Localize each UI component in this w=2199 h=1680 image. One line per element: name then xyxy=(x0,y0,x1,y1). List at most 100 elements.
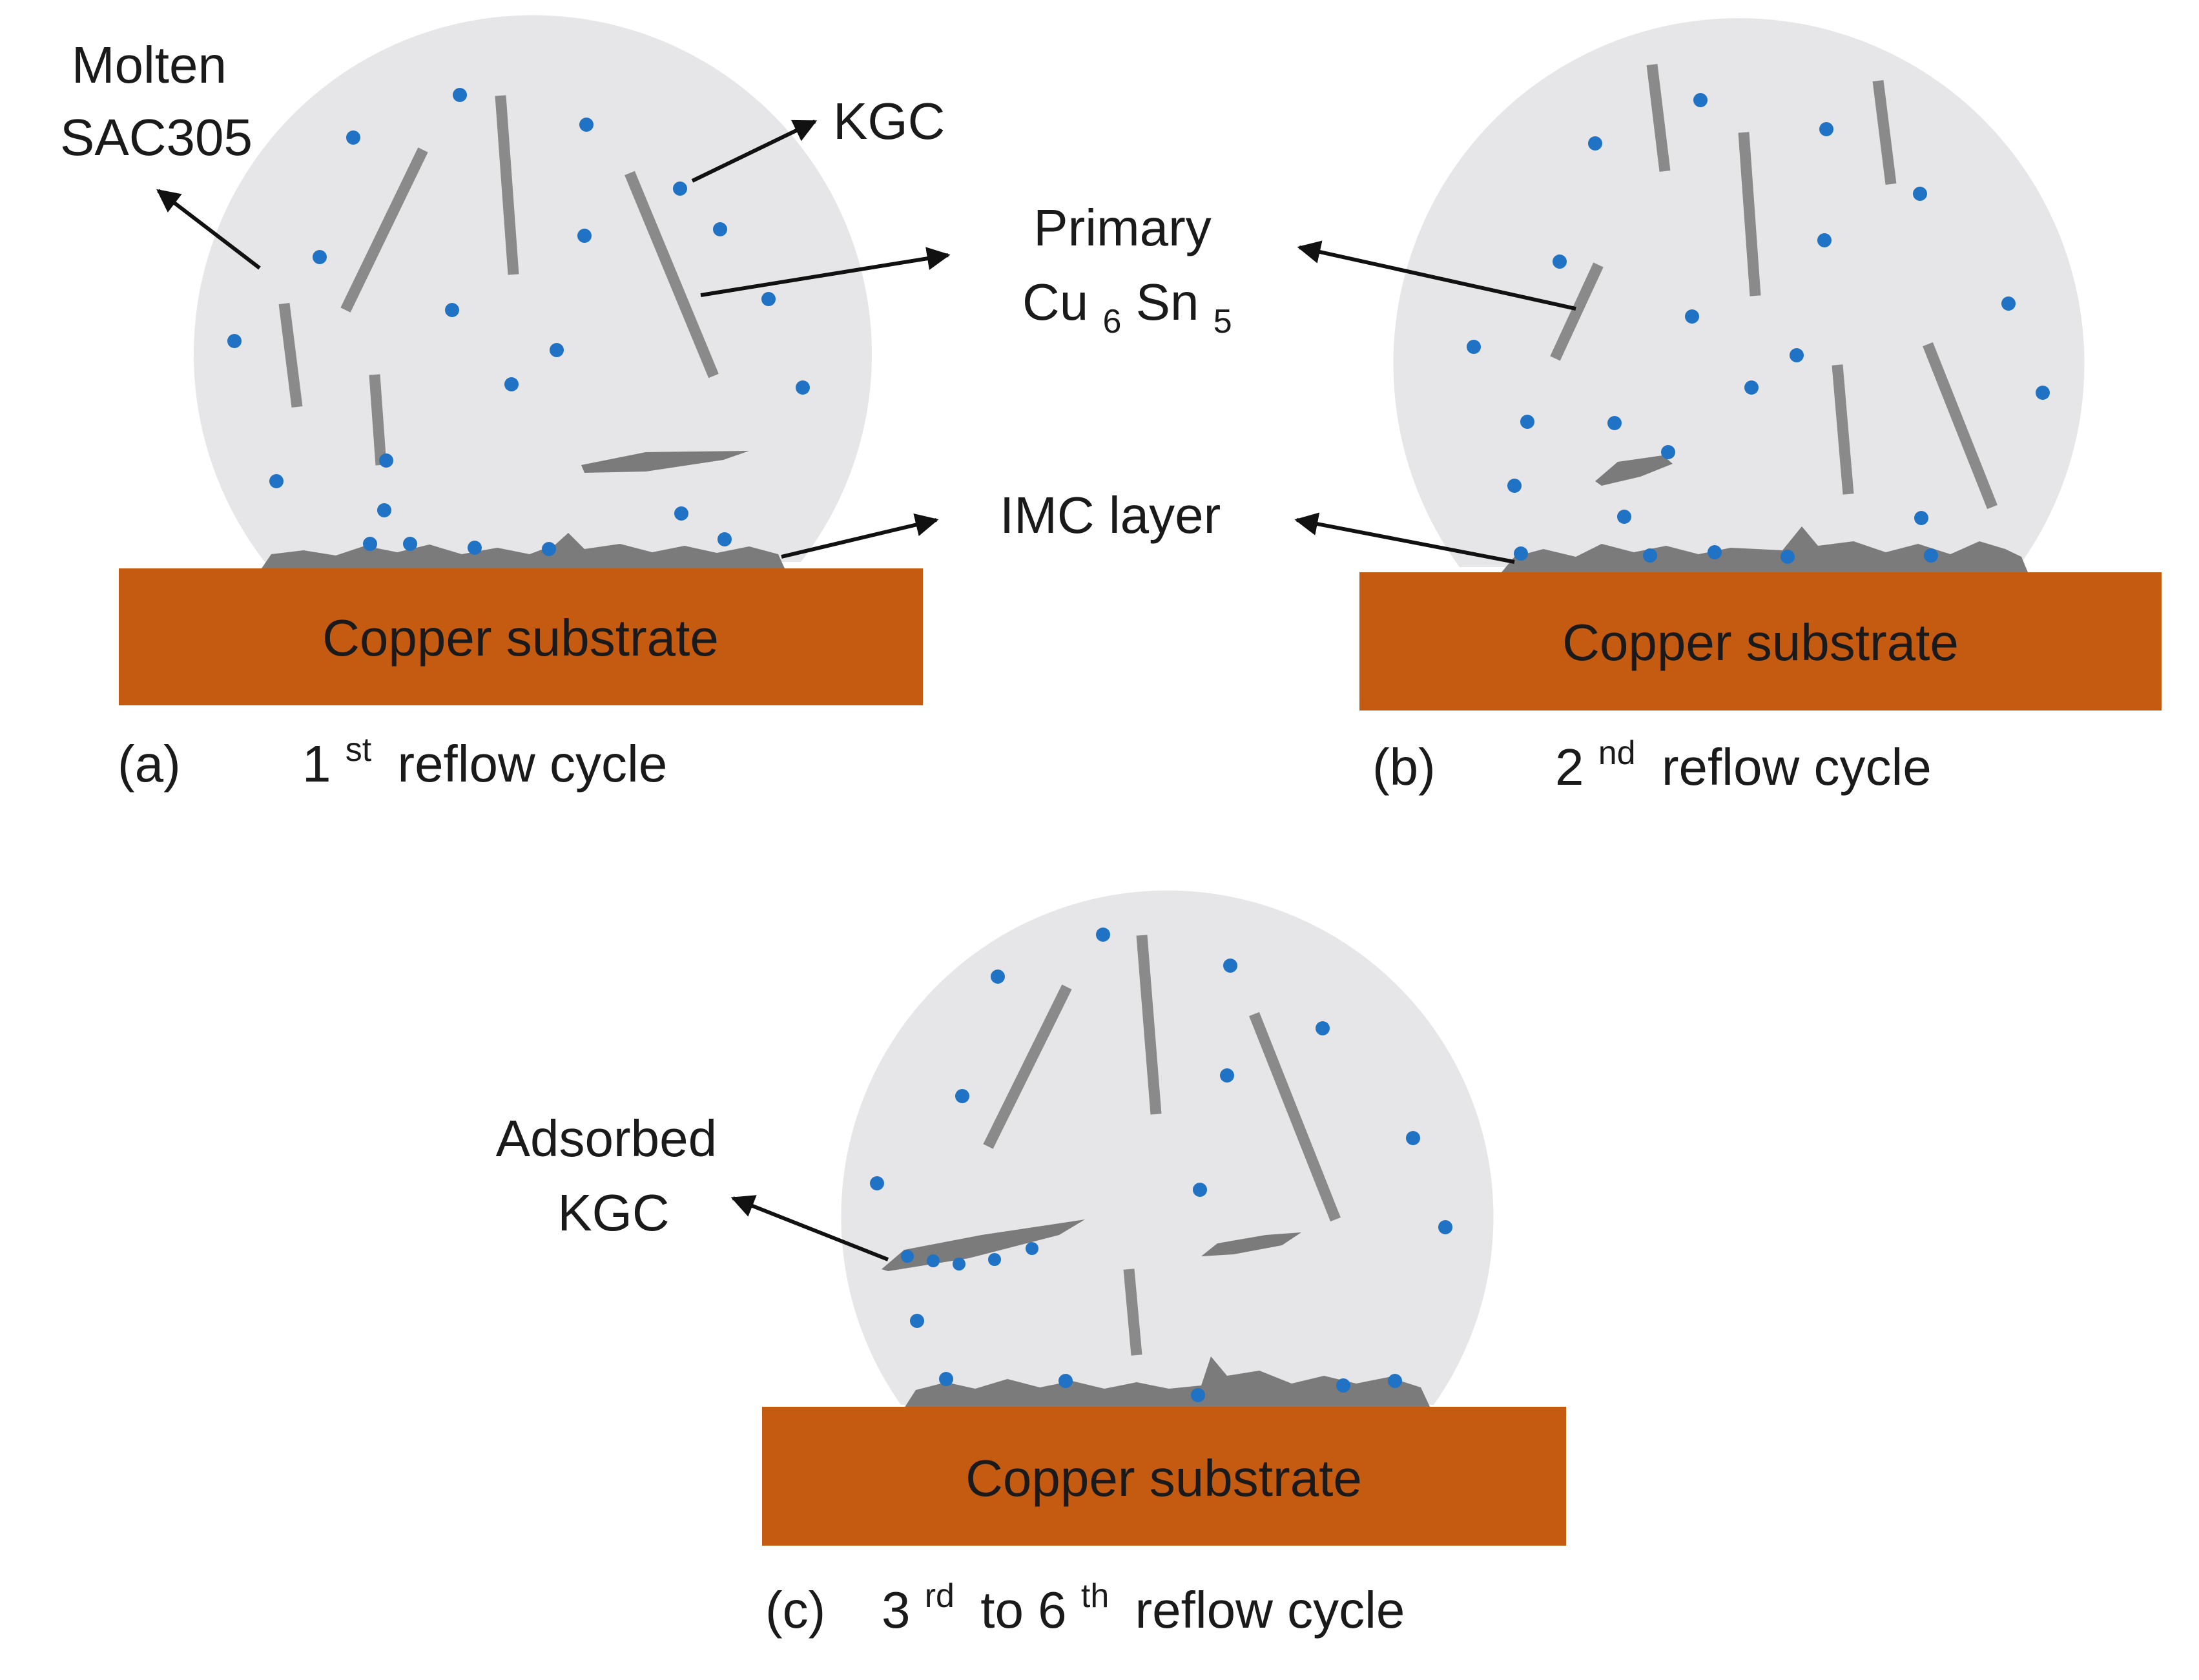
panel-b: Copper substrate xyxy=(1359,18,2162,796)
kgc-dot xyxy=(1026,1242,1038,1255)
cycle-ordinal-end: th xyxy=(1081,1577,1109,1615)
panel-c-caption: (c) 3 rd to 6 th reflow cycle xyxy=(765,1561,1405,1639)
kgc-dot xyxy=(1438,1220,1452,1234)
cu6sn5-plate xyxy=(1595,455,1673,486)
cycle-number: 2 xyxy=(1555,738,1584,796)
imc-layer-shape xyxy=(262,533,785,568)
kgc-dot xyxy=(1514,546,1528,561)
kgc-dot xyxy=(870,1176,884,1190)
cu6sn5-needle xyxy=(1136,935,1162,1115)
cu6sn5-needle xyxy=(340,147,428,313)
panel-a: Copper substrate xyxy=(118,15,923,793)
kgc-dot xyxy=(910,1314,924,1328)
cu-base: Cu xyxy=(1022,273,1088,331)
kgc-dot xyxy=(1223,959,1237,973)
kgc-dot xyxy=(1191,1388,1205,1402)
panel-a-caption: (a) 1 st reflow cycle xyxy=(118,714,667,793)
kgc-dot xyxy=(445,303,459,317)
kgc-dot xyxy=(901,1250,914,1263)
cycle-ordinal: nd xyxy=(1598,734,1636,772)
cu6sn5-plate xyxy=(1201,1232,1301,1256)
imc-layer-shape xyxy=(1502,526,2028,572)
cu6sn5-needle xyxy=(1738,132,1761,296)
panel-letter: (c) xyxy=(765,1581,825,1639)
cu6sn5-needle xyxy=(369,374,387,466)
kgc-dot xyxy=(718,532,732,546)
cu6sn5-needle xyxy=(1646,63,1671,172)
kgc-dot xyxy=(379,453,393,468)
molten-solder-droplet xyxy=(841,890,1494,1405)
cycle-number: 1 xyxy=(302,735,331,793)
kgc-dot xyxy=(761,292,776,306)
kgc-dot xyxy=(1588,136,1602,150)
kgc-dot xyxy=(1520,415,1534,429)
molten-line2: SAC305 xyxy=(60,109,253,166)
cu6sn5-needle xyxy=(625,171,719,379)
kgc-dot xyxy=(403,537,417,551)
kgc-dot xyxy=(991,970,1005,984)
kgc-dot xyxy=(1913,187,1927,201)
copper-substrate-label: Copper substrate xyxy=(1562,614,1959,671)
kgc-dot xyxy=(542,542,556,556)
kgc-particles xyxy=(870,928,1452,1402)
kgc-dot xyxy=(1708,545,1722,559)
molten-sac305-arrow xyxy=(156,189,261,270)
kgc-dot xyxy=(927,1254,940,1267)
kgc-dot xyxy=(1924,548,1938,563)
kgc-dot xyxy=(953,1258,965,1270)
kgc-dot xyxy=(1817,233,1832,247)
kgc-dot xyxy=(674,506,688,521)
kgc-dot xyxy=(1058,1374,1073,1388)
kgc-dot xyxy=(673,181,687,196)
kgc-label: KGC xyxy=(833,92,945,150)
kgc-particles xyxy=(227,88,810,556)
kgc-dot xyxy=(1685,309,1699,324)
kgc-dot xyxy=(550,343,564,357)
copper-substrate xyxy=(119,568,923,705)
cu6sn5-needle xyxy=(1249,1011,1341,1222)
kgc-dot xyxy=(1316,1021,1330,1035)
cu6sn5-needles xyxy=(1550,63,1998,510)
kgc-particles xyxy=(1467,93,2050,564)
cu6sn5-needles xyxy=(983,935,1341,1356)
cu6sn5-needle xyxy=(983,984,1072,1149)
cu6sn5-needle xyxy=(1923,342,1998,510)
adsorbed-kgc-arrow xyxy=(730,1195,889,1261)
kgc-dot xyxy=(453,88,467,102)
molten-solder-droplet xyxy=(193,15,872,563)
kgc-dot xyxy=(1193,1183,1207,1197)
kgc-dot xyxy=(1790,348,1804,362)
kgc-dot xyxy=(1744,380,1759,395)
cycle-text: reflow cycle xyxy=(397,735,667,793)
kgc-dot xyxy=(939,1372,953,1386)
kgc-dot xyxy=(346,130,360,145)
kgc-dot xyxy=(1617,510,1631,524)
copper-substrate-label: Copper substrate xyxy=(965,1449,1362,1507)
cu6sn5-needle xyxy=(1872,79,1897,185)
imc-layer-arrow-a xyxy=(781,513,939,559)
primary-cu6sn5-arrow-b xyxy=(1297,240,1576,311)
imc-layer-shape xyxy=(904,1356,1430,1408)
kgc-dot xyxy=(1467,340,1481,354)
panel-letter: (a) xyxy=(118,735,181,793)
cu6sn5-needle xyxy=(495,95,519,275)
kgc-dot xyxy=(468,541,482,555)
molten-line1: Molten xyxy=(72,36,227,94)
kgc-dot xyxy=(313,250,327,264)
kgc-dot xyxy=(713,222,727,236)
cu6sn5-needle xyxy=(1832,364,1854,495)
kgc-dot xyxy=(1693,93,1708,107)
panel-letter: (b) xyxy=(1372,738,1436,796)
kgc-dot xyxy=(227,334,242,348)
cu-subscript: 6 xyxy=(1103,303,1122,340)
sn-subscript: 5 xyxy=(1213,303,1232,340)
kgc-dot xyxy=(363,537,377,551)
primary-cu6sn5-arrow-a xyxy=(700,247,951,297)
panel-c: Copper substrate xyxy=(762,890,1566,1639)
cu6sn5-label: Cu 6 Sn 5 xyxy=(1022,273,1232,344)
cycle-ordinal: rd xyxy=(925,1577,955,1615)
cu6sn5-needle xyxy=(1123,1269,1142,1356)
kgc-dot xyxy=(269,474,284,488)
cycle-text: reflow cycle xyxy=(1135,1581,1405,1639)
